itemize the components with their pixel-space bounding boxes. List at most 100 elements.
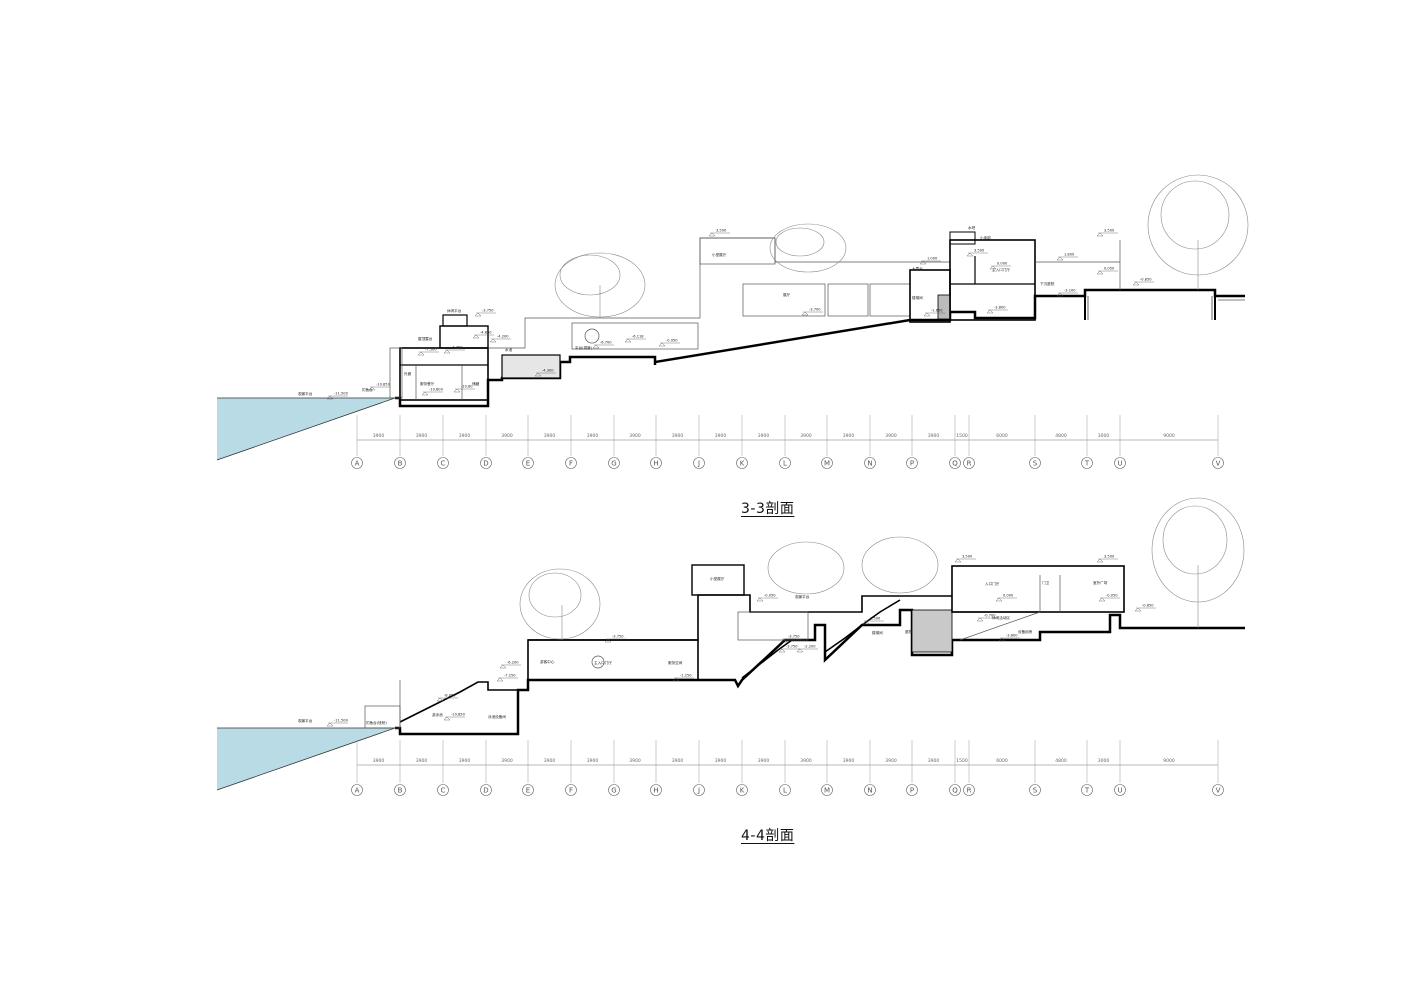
grid-spacing-label: 3900 <box>459 433 471 439</box>
grid-axis-bubble <box>1212 457 1224 469</box>
grid-spacing-label: 9000 <box>1163 433 1175 439</box>
grid-spacing-label: 3900 <box>373 433 385 439</box>
grid-spacing-label: 4800 <box>1055 433 1067 439</box>
grid-axis-bubble <box>522 457 534 469</box>
level-mark: -4.200 <box>497 335 509 339</box>
grid-axis-bubble <box>1081 457 1093 469</box>
grid-axis-bubble <box>351 457 363 469</box>
grid-axis-bubble <box>1029 784 1041 796</box>
level-mark: -11.500 <box>334 719 349 723</box>
grid-axis-label: H <box>653 787 658 795</box>
grid-spacing-label: 3900 <box>758 758 770 764</box>
level-mark: -7.250 <box>451 346 463 350</box>
level-mark: -3.750 <box>786 645 798 649</box>
level-mark: -0.850 <box>1140 278 1152 282</box>
room-labels-44: 观景平台钓鱼台(栈桥)游泳池泳池设备间游客中心主入口门厅服务空间小型展厅观景平台… <box>298 555 1156 727</box>
grid-axis-bubble <box>906 457 918 469</box>
room-label: 主入口门厅 <box>594 660 612 665</box>
room-label: 储藏 <box>472 381 480 386</box>
grid-axis-label: B <box>398 787 403 795</box>
level-mark: -3.750 <box>788 635 800 639</box>
room-label: 室外广场 <box>1093 580 1108 585</box>
room-label: 观景平台 <box>795 594 810 599</box>
room-label: 主入口门厅 <box>992 267 1010 272</box>
grid-spacing-label: 3900 <box>885 433 897 439</box>
grid-spacing-label: 3900 <box>843 433 855 439</box>
grid-axis-label: Q <box>952 787 958 795</box>
grid-axis-bubble <box>906 784 918 796</box>
grid-spacing-label: 3900 <box>416 433 428 439</box>
room-label: 楼梯间 <box>872 630 883 635</box>
grid-axis-label: H <box>653 460 658 468</box>
grid-axis-bubble <box>522 784 534 796</box>
grid-axis-label: A <box>355 460 360 468</box>
grid-spacing-label: 3900 <box>587 433 599 439</box>
level-mark: 0.000 <box>1003 594 1014 598</box>
grid-axis-bubble <box>821 457 833 469</box>
grid-axis-bubble <box>949 784 961 796</box>
grid-axis-label: P <box>910 787 914 795</box>
level-mark: 0.000 <box>997 262 1008 266</box>
room-label: 下沉庭院 <box>1040 281 1055 286</box>
room-label: 大露台 <box>912 266 923 271</box>
grid-axis-label: C <box>441 787 446 795</box>
grid-axis-bubble <box>736 457 748 469</box>
grid-axis-label: S <box>1033 787 1038 795</box>
grid-axis-bubble <box>963 784 975 796</box>
grid-axis-bubble <box>650 784 662 796</box>
grid-axis-label: J <box>697 787 700 795</box>
grid-spacing-label: 3900 <box>544 758 556 764</box>
room-label: 外廊 <box>404 371 412 376</box>
room-label: 游客中心 <box>540 659 555 664</box>
room-label: 展厅 <box>783 292 791 297</box>
room-label: 门卫 <box>1042 580 1050 585</box>
grid-spacing-label: 1500 <box>956 758 968 764</box>
grid-spacing-label: 3900 <box>629 758 641 764</box>
section-33: A3900B3900C3900D3900E3900F3900G3900H3900… <box>216 174 1249 469</box>
room-label: 小型展厅 <box>712 252 727 257</box>
room-label: 水池 <box>505 347 513 352</box>
room-label: 观景平台 <box>298 718 313 723</box>
room-label: 游泳池 <box>432 712 443 717</box>
level-mark: -1.650 <box>931 309 943 313</box>
grid-axis-label: E <box>526 787 530 795</box>
grid-axis-bubble <box>779 457 791 469</box>
ground-profile <box>395 608 1245 736</box>
level-mark: -0.850 <box>1142 604 1154 608</box>
grid-spacing-label: 3900 <box>928 433 940 439</box>
level-mark: 1.500 <box>870 617 881 621</box>
grid-axis-bubble <box>949 457 961 469</box>
grid-axis-label: Q <box>952 460 958 468</box>
grid-axis-label: M <box>824 787 830 795</box>
grid-axis-label: V <box>1216 460 1221 468</box>
grid-axis-bubble <box>608 784 620 796</box>
level-mark: 3.500 <box>1104 555 1115 559</box>
level-mark: -7.250 <box>504 674 516 678</box>
grid-axis-label: D <box>483 787 488 795</box>
room-label: 小型展厅 <box>710 576 725 581</box>
grid-axis-bubble <box>565 457 577 469</box>
level-mark: -8.050 <box>444 694 456 698</box>
level-mark: -10.850 <box>376 383 391 387</box>
grid-axis-bubble <box>394 457 406 469</box>
grid-spacing-label: 3900 <box>843 758 855 764</box>
room-label: 水吧 <box>968 225 976 230</box>
grid-axis-bubble <box>1212 784 1224 796</box>
grid-axis-bubble <box>779 784 791 796</box>
grid-axis-label: G <box>611 460 616 468</box>
grid-axis-label: N <box>867 787 872 795</box>
grid-axis-label: L <box>783 787 787 795</box>
grid-axis-label: K <box>740 787 745 795</box>
grid-axis-label: V <box>1216 787 1221 795</box>
grid-spacing-label: 4800 <box>1055 758 1067 764</box>
section-title-33: 3-3剖面 <box>741 501 795 517</box>
grid-axis-label: M <box>824 460 830 468</box>
level-mark: -11.500 <box>334 392 349 396</box>
level-mark: 3.500 <box>716 229 727 233</box>
level-mark: -2.200 <box>804 645 816 649</box>
grid-axis-label: R <box>967 460 972 468</box>
grid-axis-label: A <box>355 787 360 795</box>
level-mark: -3.800 <box>994 306 1006 310</box>
grid-spacing-label: 3900 <box>587 758 599 764</box>
level-mark: -3.750 <box>482 309 494 313</box>
